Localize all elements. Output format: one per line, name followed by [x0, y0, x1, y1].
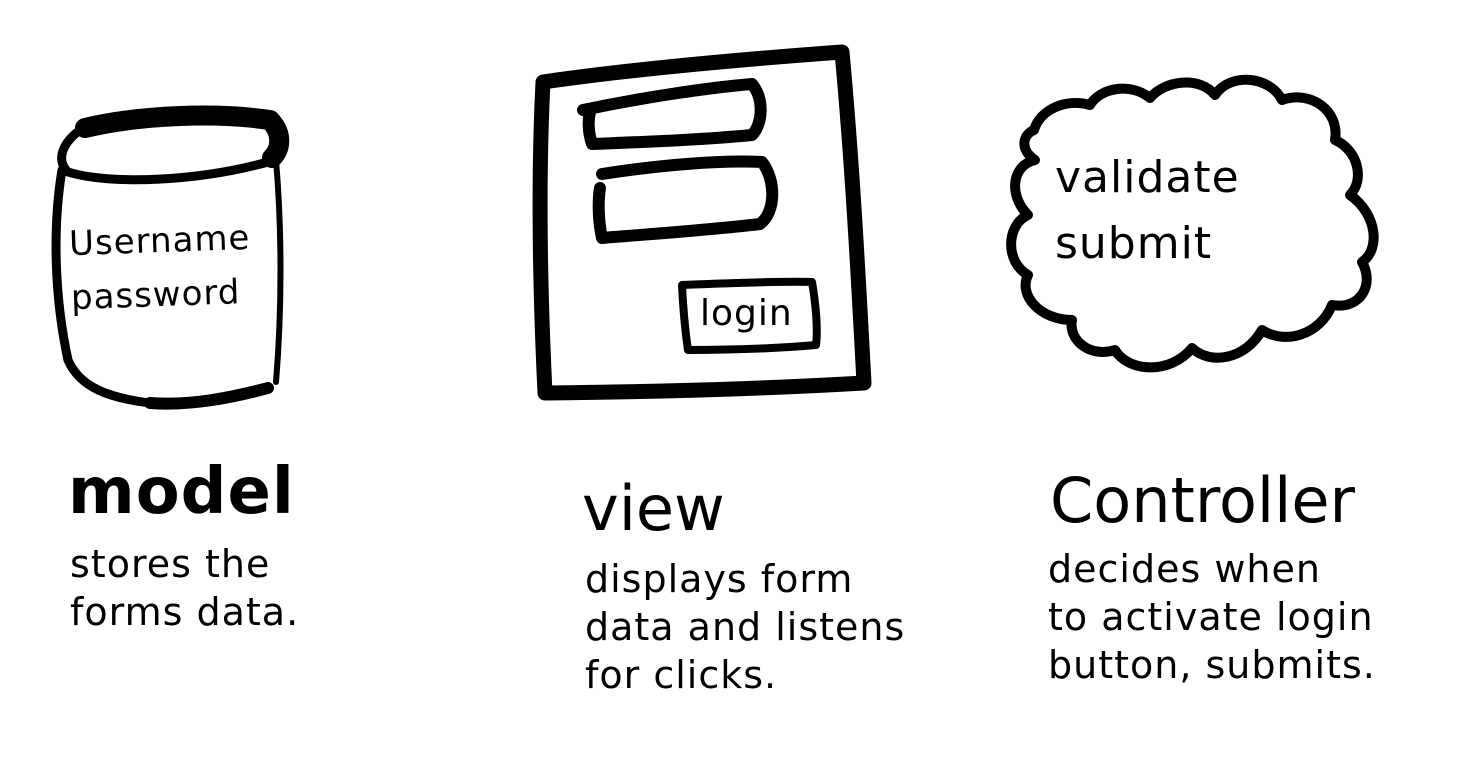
controller-action-submit: submit: [1055, 218, 1213, 269]
controller-action-list: validate submit: [1055, 145, 1240, 277]
view-description-line: for clicks.: [585, 653, 778, 697]
model-cylinder-rim-left: [57, 120, 280, 185]
view-form-frame: [532, 44, 872, 401]
controller-description: decides when to activate login button, s…: [1048, 545, 1376, 689]
model-field-password: password: [70, 272, 242, 319]
controller-action-validate: validate: [1055, 152, 1240, 203]
view-form-icon: [532, 44, 872, 401]
controller-description-line: button, submits.: [1048, 643, 1376, 687]
view-username-input: [577, 78, 767, 150]
controller-title: Controller: [1050, 464, 1355, 537]
controller-description-line: to activate login: [1048, 595, 1374, 639]
model-title: model: [68, 455, 295, 529]
view-login-button: login: [700, 290, 793, 338]
model-cylinder-left-side: [51, 165, 155, 408]
model-cylinder-top: [75, 105, 290, 168]
model-description: stores the forms data.: [70, 540, 299, 636]
view-description-line: data and listens: [585, 605, 906, 649]
model-database-icon: [51, 105, 290, 410]
controller-cloud-icon: [1006, 74, 1379, 373]
view-title: view: [582, 472, 725, 545]
controller-description-line: decides when: [1048, 547, 1321, 591]
view-login-button-label: login: [700, 293, 793, 334]
model-field-username: Username: [68, 217, 252, 265]
controller-cloud-outline: [1006, 74, 1379, 373]
view-login-button-outline: [678, 277, 821, 354]
view-description: displays form data and listens for click…: [585, 555, 905, 699]
model-description-line: forms data.: [70, 590, 300, 634]
model-field-list: Username password: [68, 211, 253, 325]
view-description-line: displays form: [585, 557, 854, 601]
model-cylinder-right-side: [273, 157, 284, 385]
model-cylinder-bottom: [144, 382, 274, 410]
view-password-input: [592, 155, 779, 244]
model-description-line: stores the: [70, 542, 271, 586]
